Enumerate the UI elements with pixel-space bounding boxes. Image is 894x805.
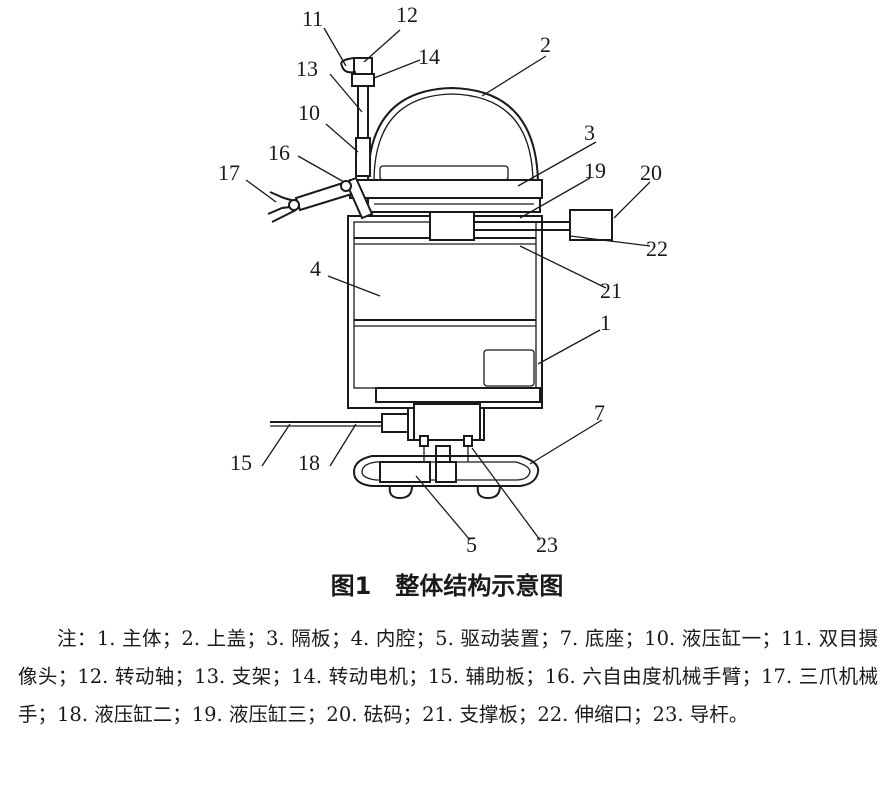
label-14: 14 [418, 44, 440, 69]
label-3: 3 [584, 120, 595, 145]
cylinder-2 [381, 413, 409, 433]
label-23: 23 [536, 532, 558, 557]
upper-cover-dome [367, 86, 539, 183]
rotary-motor [351, 73, 375, 87]
rotary-shaft [353, 57, 373, 75]
label-18: 18 [298, 450, 320, 475]
label-2: 2 [540, 32, 551, 57]
label-21: 21 [600, 278, 622, 303]
label-10: 10 [298, 100, 320, 125]
figure-caption: 图1 整体结构示意图 [330, 572, 564, 600]
label-13: 13 [296, 56, 318, 81]
cylinder-3-block [429, 211, 475, 241]
label-16: 16 [268, 140, 290, 165]
binocular-camera [340, 57, 357, 74]
label-11: 11 [302, 6, 323, 31]
label-15: 15 [230, 450, 252, 475]
label-12: 12 [396, 2, 418, 27]
base-track [352, 455, 540, 487]
label-17: 17 [218, 160, 240, 185]
label-4: 4 [310, 256, 321, 281]
figure-note: 注：1. 主体；2. 上盖；3. 隔板；4. 内腔；5. 驱动装置；7. 底座；… [18, 627, 878, 726]
weight-block [569, 209, 613, 241]
label-7: 7 [594, 400, 605, 425]
structure-diagram: 1 2 3 4 5 7 10 11 12 13 14 15 16 17 18 1… [218, 2, 668, 557]
label-19: 19 [584, 158, 606, 183]
label-1: 1 [600, 310, 611, 335]
main-body [347, 215, 543, 409]
partition-plate [349, 179, 543, 199]
label-20: 20 [640, 160, 662, 185]
drive-unit [379, 461, 431, 483]
label-5: 5 [466, 532, 477, 557]
label-22: 22 [646, 236, 668, 261]
